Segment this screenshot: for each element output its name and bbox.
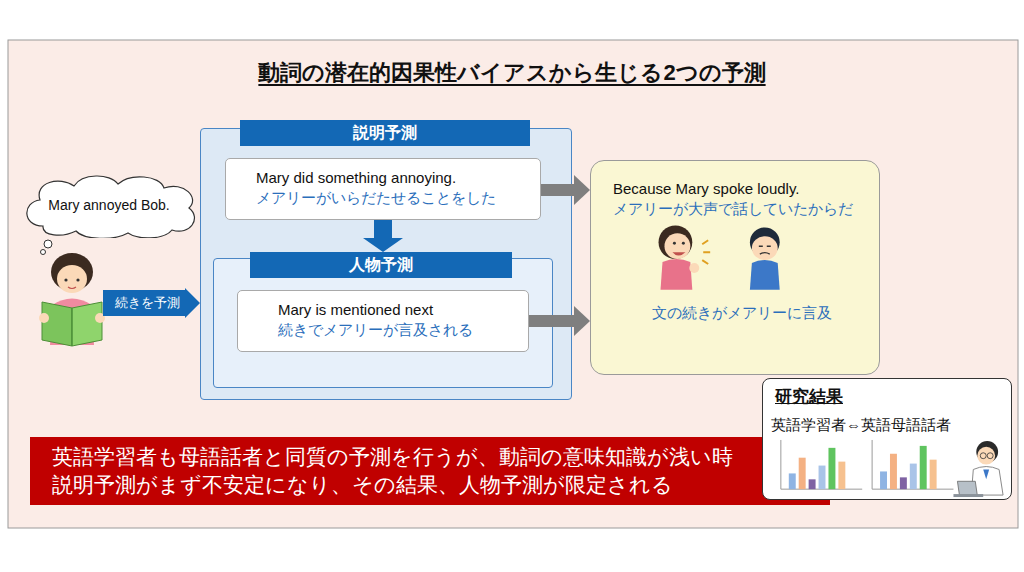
bubble-text: Mary annoyed Bob.: [48, 197, 169, 213]
arrowhead: [363, 238, 403, 252]
japanese-text: 続きでメアリーが言及される: [278, 320, 522, 340]
connector-arrow: [529, 306, 590, 336]
conclusion-text: 英語学習者も母語話者と同質の予測を行うが、動詞の意味知識が浅い時 説明予測がまず…: [52, 443, 737, 499]
english-text: Mary is mentioned next: [278, 300, 522, 320]
researcher: [953, 441, 1003, 497]
results-box: 研究結果英語学習者⇔英語母語話者: [762, 378, 1012, 500]
prediction-box: Mary did something annoying.メアリーがいらだたせるこ…: [225, 158, 541, 220]
english-text: Mary did something annoying.: [256, 168, 534, 188]
connector-shaft: [541, 184, 574, 196]
arrowhead: [574, 175, 590, 205]
panel-heading: 人物予測: [250, 252, 512, 278]
title-area: 動詞の潜在的因果性バイアスから生じる2つの予測: [0, 58, 1024, 88]
reading-girl: [39, 253, 105, 346]
arrowhead: [574, 306, 590, 336]
prediction-box: Mary is mentioned next続きでメアリーが言及される: [237, 290, 529, 352]
english-text: Because Mary spoke loudly.: [613, 179, 871, 199]
note-text: 文の続きがメアリーに言及: [652, 303, 832, 323]
explanation-panel: 説明予測 Mary did something annoying.メアリーがいらだ…: [200, 120, 572, 400]
connector-shaft: [374, 220, 392, 238]
bar-chart: [872, 440, 953, 489]
diagram-title: 動詞の潜在的因果性バイアスから生じる2つの予測: [258, 60, 765, 85]
results-subtitle: 英語学習者⇔英語母語話者: [771, 416, 1011, 435]
conclusion-banner: 英語学習者も母語話者と同質の予測を行うが、動詞の意味知識が浅い時 説明予測がまず…: [30, 437, 830, 505]
bar-chart: [781, 440, 862, 489]
connector-arrow: [541, 175, 590, 205]
connector-shaft: [529, 315, 574, 327]
thought-bubble: Mary annoyed Bob.: [18, 172, 200, 238]
results-heading: 研究結果: [775, 385, 843, 408]
connector-arrow: [363, 220, 403, 252]
japanese-text: メアリーが大声で話していたからだ: [613, 199, 871, 219]
arrow-label: 続きを予測: [115, 294, 180, 312]
japanese-text: メアリーがいらだたせることをした: [256, 188, 534, 208]
panel-heading: 説明予測: [240, 120, 530, 146]
continuation-box: Because Mary spoke loudly.メアリーが大声で話していたか…: [590, 160, 880, 375]
referent-panel: 人物予測 Mary is mentioned next続きでメアリーが言及される: [213, 252, 553, 388]
block-arrow-label: 続きを予測: [103, 288, 200, 318]
